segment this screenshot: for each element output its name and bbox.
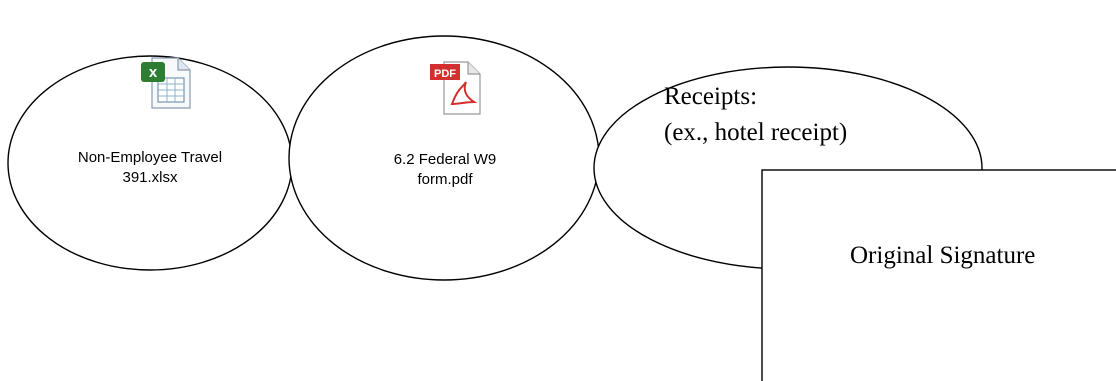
- svg-text:x: x: [149, 64, 158, 81]
- signature-box: [761, 169, 1116, 381]
- excel-file-label[interactable]: Non-Employee Travel 391.xlsx: [77, 149, 223, 186]
- pdf-icon-text: PDF: [434, 68, 456, 80]
- signature-label: Original Signature: [850, 242, 1036, 269]
- pdf-file-icon[interactable]: PDF: [428, 58, 488, 118]
- pdf-file-label[interactable]: 6.2 Federal W9 form.pdf: [393, 151, 497, 188]
- excel-file-icon[interactable]: x: [138, 54, 196, 112]
- receipts-title: Receipts:: [664, 83, 758, 110]
- receipts-subtitle: (ex., hotel receipt): [664, 119, 848, 146]
